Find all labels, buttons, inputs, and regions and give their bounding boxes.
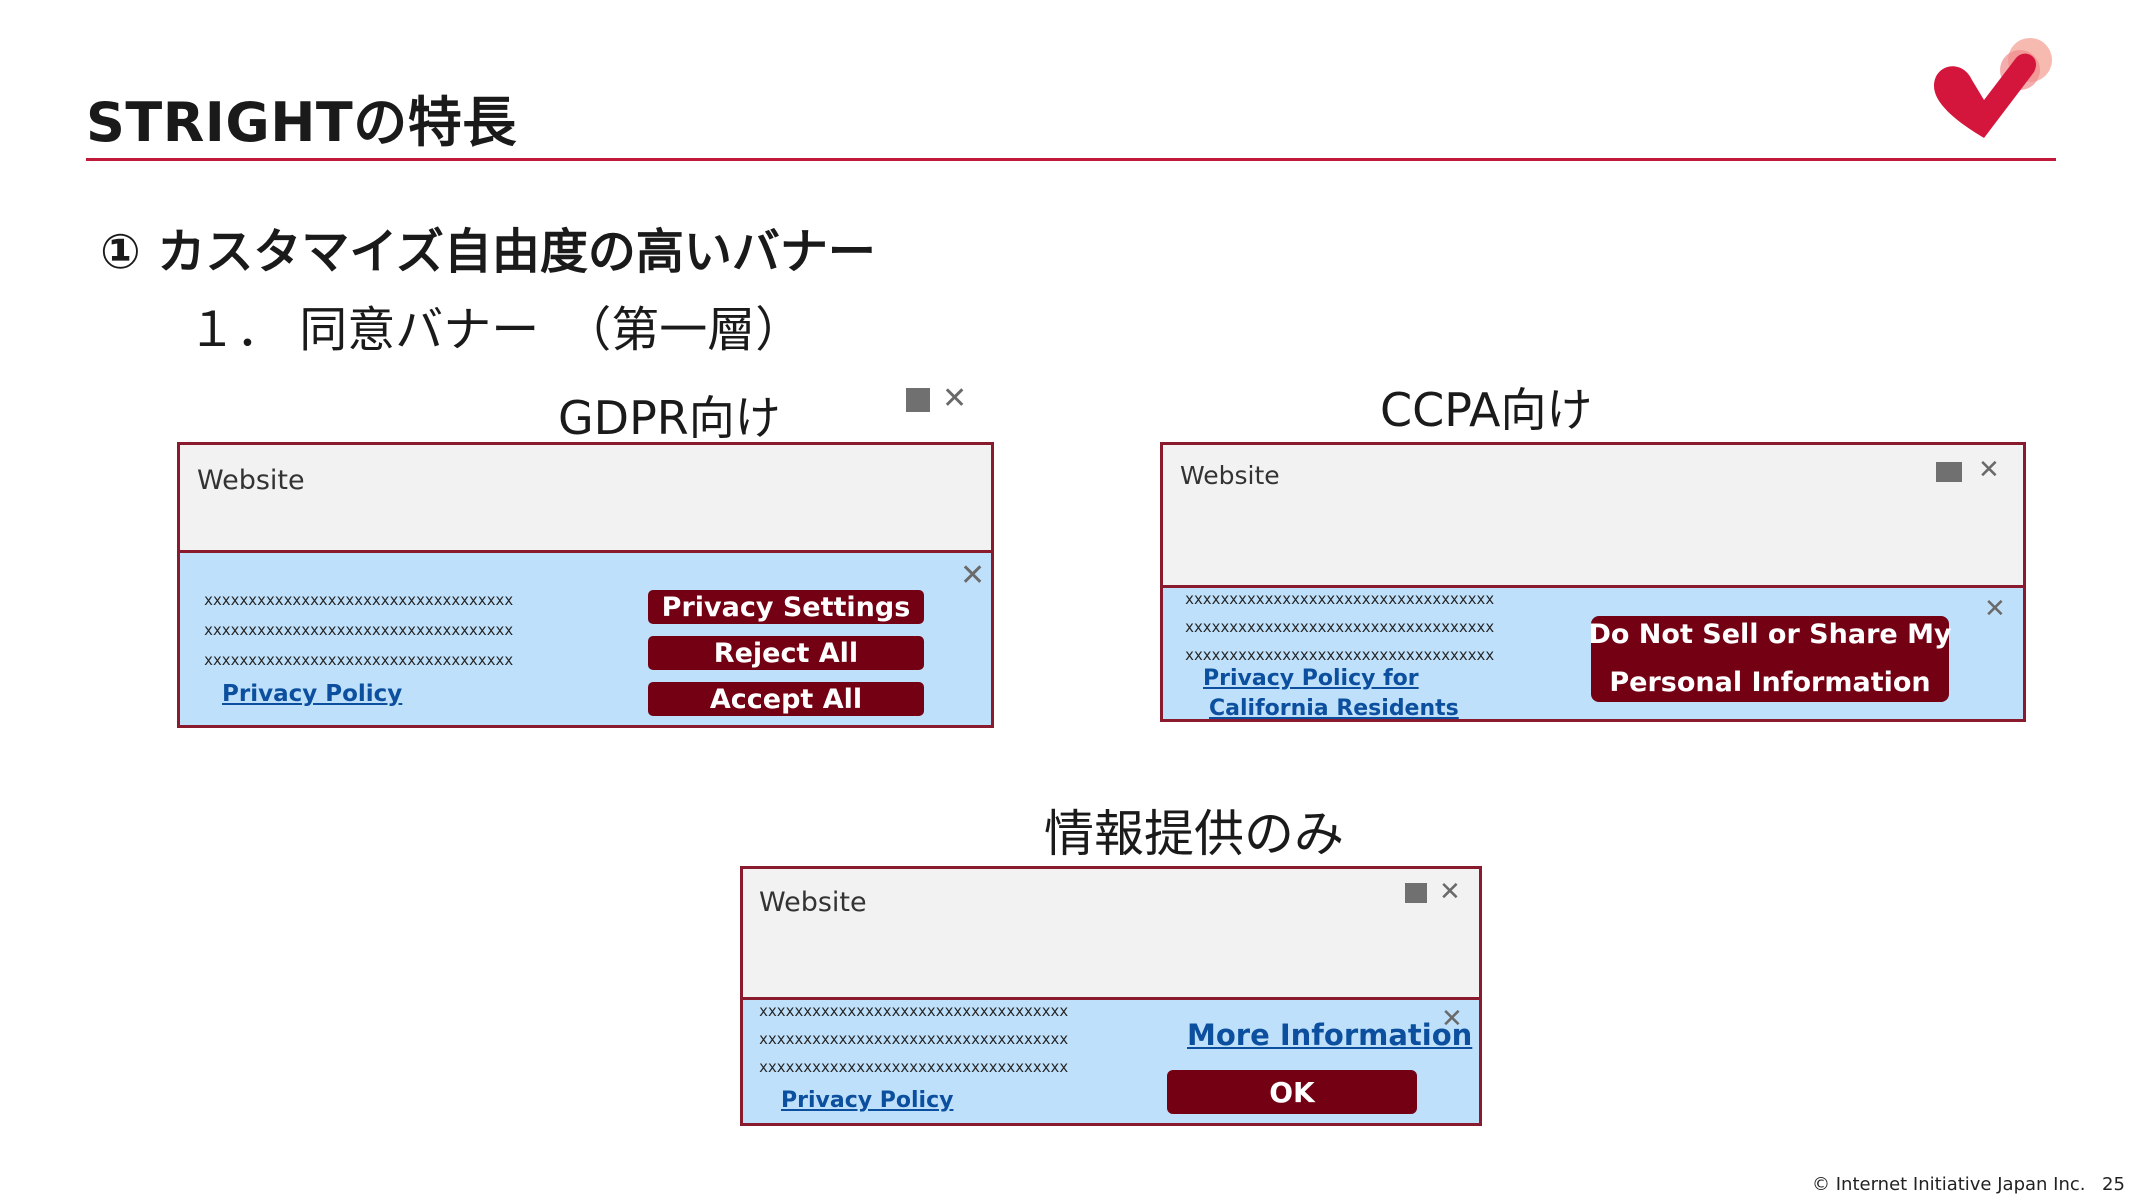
banner-text-line: xxxxxxxxxxxxxxxxxxxxxxxxxxxxxxxxxxx	[204, 591, 514, 609]
section-heading: ① カスタマイズ自由度の高いバナー	[100, 224, 876, 280]
close-icon[interactable]: ✕	[960, 558, 986, 593]
square-icon[interactable]	[1405, 883, 1427, 903]
square-icon[interactable]	[906, 388, 930, 412]
privacy-policy-ca-link-line2[interactable]: California Residents	[1209, 696, 1459, 721]
do-not-sell-button-line1: Do Not Sell or Share My	[1588, 619, 1952, 650]
do-not-sell-button-line2: Personal Information	[1609, 667, 1931, 698]
ok-button[interactable]: OK	[1167, 1070, 1417, 1114]
banner-text-line: xxxxxxxxxxxxxxxxxxxxxxxxxxxxxxxxxxx	[759, 1058, 1069, 1076]
website-label: Website	[197, 465, 305, 496]
banner-text-line: xxxxxxxxxxxxxxxxxxxxxxxxxxxxxxxxxxx	[204, 651, 514, 669]
do-not-sell-button[interactable]: Do Not Sell or Share My Personal Informa…	[1588, 616, 1952, 702]
banner-text-line: xxxxxxxxxxxxxxxxxxxxxxxxxxxxxxxxxxx	[1185, 590, 1495, 608]
info-website-mock: Website ✕ ✕ xxxxxxxxxxxxxxxxxxxxxxxxxxxx…	[740, 866, 1482, 1126]
copyright-text: © Internet Initiative Japan Inc.	[1812, 1174, 2086, 1195]
banner-text-line: xxxxxxxxxxxxxxxxxxxxxxxxxxxxxxxxxxx	[204, 621, 514, 639]
info-caption: 情報提供のみ	[1044, 805, 1344, 863]
privacy-settings-button[interactable]: Privacy Settings	[648, 590, 924, 624]
banner-text-line: xxxxxxxxxxxxxxxxxxxxxxxxxxxxxxxxxxx	[759, 1002, 1069, 1020]
title-divider	[86, 158, 2056, 161]
close-icon[interactable]: ✕	[1984, 594, 2006, 624]
close-icon[interactable]: ✕	[1978, 455, 2000, 485]
accept-all-button[interactable]: Accept All	[648, 682, 924, 716]
close-icon[interactable]: ✕	[1441, 1004, 1463, 1034]
privacy-policy-link[interactable]: Privacy Policy	[781, 1088, 954, 1113]
close-icon[interactable]: ✕	[1439, 877, 1461, 907]
ccpa-consent-banner: ✕ xxxxxxxxxxxxxxxxxxxxxxxxxxxxxxxxxxx xx…	[1163, 585, 2023, 721]
website-label: Website	[759, 887, 867, 918]
website-label: Website	[1180, 461, 1280, 490]
banner-text-line: xxxxxxxxxxxxxxxxxxxxxxxxxxxxxxxxxxx	[759, 1030, 1069, 1048]
more-information-link[interactable]: More Information	[1187, 1018, 1473, 1052]
banner-text-line: xxxxxxxxxxxxxxxxxxxxxxxxxxxxxxxxxxx	[1185, 646, 1495, 664]
section-subheading: １． 同意バナー （第一層）	[188, 302, 804, 358]
heart-check-logo-icon	[1934, 38, 2052, 138]
slide-title: STRIGHTの特長	[86, 91, 517, 154]
privacy-policy-link[interactable]: Privacy Policy	[222, 681, 403, 707]
ccpa-website-mock: Website ✕ ✕ xxxxxxxxxxxxxxxxxxxxxxxxxxxx…	[1160, 442, 2026, 722]
gdpr-caption: GDPR向け	[558, 391, 781, 445]
reject-all-button[interactable]: Reject All	[648, 636, 924, 670]
banner-text-line: xxxxxxxxxxxxxxxxxxxxxxxxxxxxxxxxxxx	[1185, 618, 1495, 636]
brand-logo	[1924, 34, 2064, 146]
close-icon[interactable]: ✕	[942, 381, 968, 416]
ccpa-caption: CCPA向け	[1380, 383, 1593, 437]
privacy-policy-ca-link[interactable]: Privacy Policy for	[1203, 666, 1419, 691]
gdpr-website-mock: Website ✕ xxxxxxxxxxxxxxxxxxxxxxxxxxxxxx…	[177, 442, 994, 728]
gdpr-consent-banner: ✕ xxxxxxxxxxxxxxxxxxxxxxxxxxxxxxxxxxx xx…	[180, 550, 991, 725]
info-banner: ✕ xxxxxxxxxxxxxxxxxxxxxxxxxxxxxxxxxxx xx…	[743, 997, 1479, 1123]
page-number: 25	[2102, 1174, 2125, 1195]
square-icon[interactable]	[1936, 462, 1962, 482]
